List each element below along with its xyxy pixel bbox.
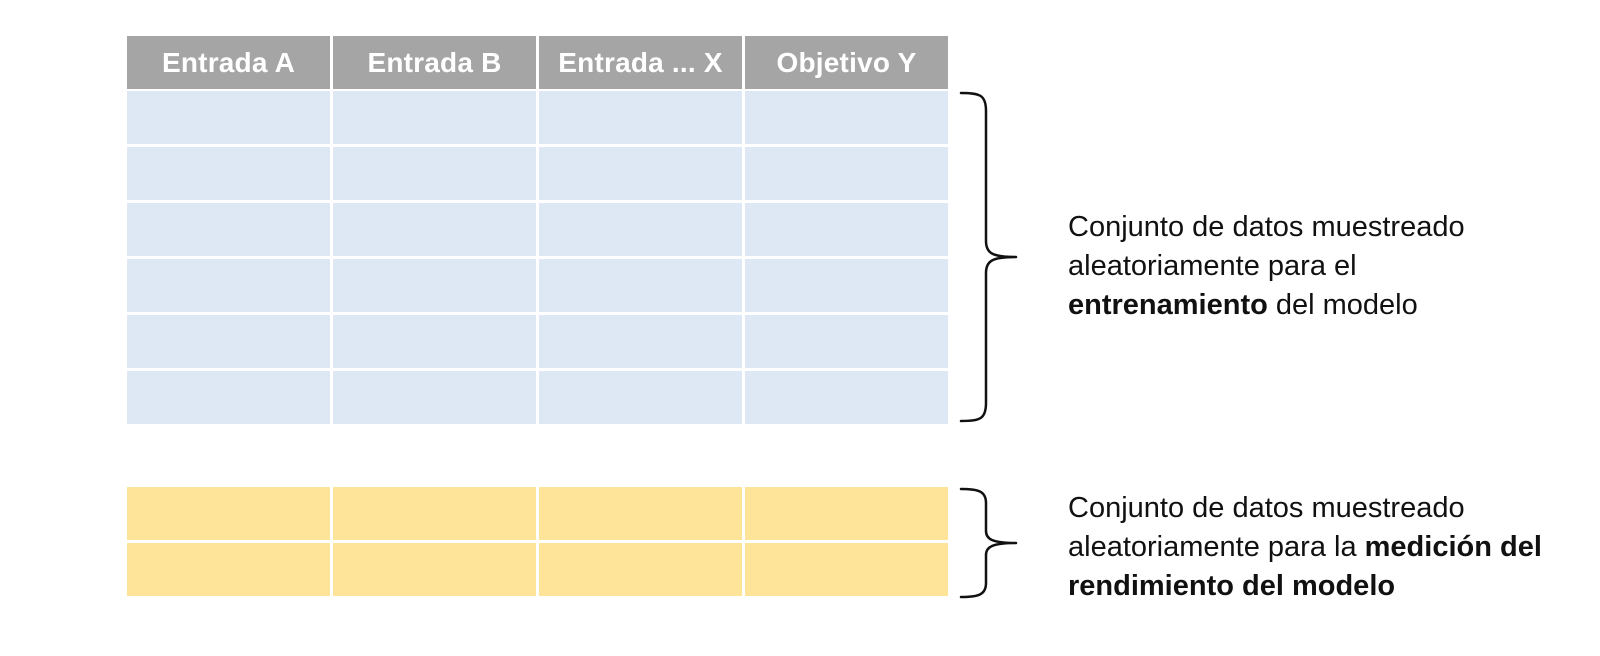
testing-row-cell	[539, 487, 742, 540]
testing-brace	[959, 487, 1018, 599]
training-description-line-3-rest: del modelo	[1267, 289, 1418, 321]
training-row-cell	[745, 91, 948, 144]
testing-description-line-3: rendimiento del modelo	[1068, 567, 1542, 606]
training-row-cell	[745, 371, 948, 424]
training-row-cell	[127, 371, 330, 424]
training-row-cell	[539, 259, 742, 312]
column-header-objetivo-y: Objetivo Y	[745, 36, 948, 89]
testing-row-cell	[333, 543, 536, 596]
training-row-cell	[127, 91, 330, 144]
testing-row-cell	[539, 543, 742, 596]
training-row-cell	[539, 91, 742, 144]
testing-row-cell	[127, 487, 330, 540]
training-row-cell	[127, 315, 330, 368]
training-dataset-table	[127, 91, 948, 424]
testing-row-cell	[333, 487, 536, 540]
training-description-line-3: entrenamiento del modelo	[1068, 286, 1465, 325]
training-brace	[959, 91, 1018, 423]
testing-row-cell	[745, 487, 948, 540]
testing-description-line-2: aleatoriamente para la medición del	[1068, 528, 1542, 567]
training-row-cell	[539, 315, 742, 368]
testing-keyword-part-2: rendimiento del modelo	[1068, 570, 1396, 602]
testing-row-cell	[745, 543, 948, 596]
training-row-cell	[745, 259, 948, 312]
table-header-row: Entrada A Entrada B Entrada ... X Objeti…	[127, 36, 948, 89]
column-header-entrada-x: Entrada ... X	[539, 36, 742, 89]
testing-row-cell	[127, 543, 330, 596]
training-row-cell	[745, 147, 948, 200]
testing-dataset-table	[127, 487, 948, 596]
training-row-cell	[539, 371, 742, 424]
training-set-description: Conjunto de datos muestreado aleatoriame…	[1068, 208, 1465, 325]
training-description-line-2: aleatoriamente para el	[1068, 250, 1357, 282]
training-row-cell	[127, 147, 330, 200]
column-header-entrada-a: Entrada A	[127, 36, 330, 89]
training-keyword: entrenamiento	[1068, 289, 1268, 321]
testing-description-line-1: Conjunto de datos muestreado	[1068, 492, 1465, 524]
training-row-cell	[333, 147, 536, 200]
training-row-cell	[745, 315, 948, 368]
column-header-entrada-b: Entrada B	[333, 36, 536, 89]
training-row-cell	[539, 203, 742, 256]
testing-keyword-part-1: medición del	[1364, 531, 1542, 563]
training-row-cell	[333, 203, 536, 256]
training-row-cell	[333, 91, 536, 144]
training-row-cell	[127, 259, 330, 312]
training-row-cell	[127, 203, 330, 256]
training-row-cell	[745, 203, 948, 256]
training-row-cell	[333, 371, 536, 424]
testing-set-description: Conjunto de datos muestreado aleatoriame…	[1068, 489, 1542, 606]
testing-description-line-2-plain: aleatoriamente para la	[1068, 531, 1365, 563]
training-row-cell	[333, 259, 536, 312]
training-description-line-1: Conjunto de datos muestreado	[1068, 211, 1465, 243]
training-row-cell	[539, 147, 742, 200]
training-row-cell	[333, 315, 536, 368]
